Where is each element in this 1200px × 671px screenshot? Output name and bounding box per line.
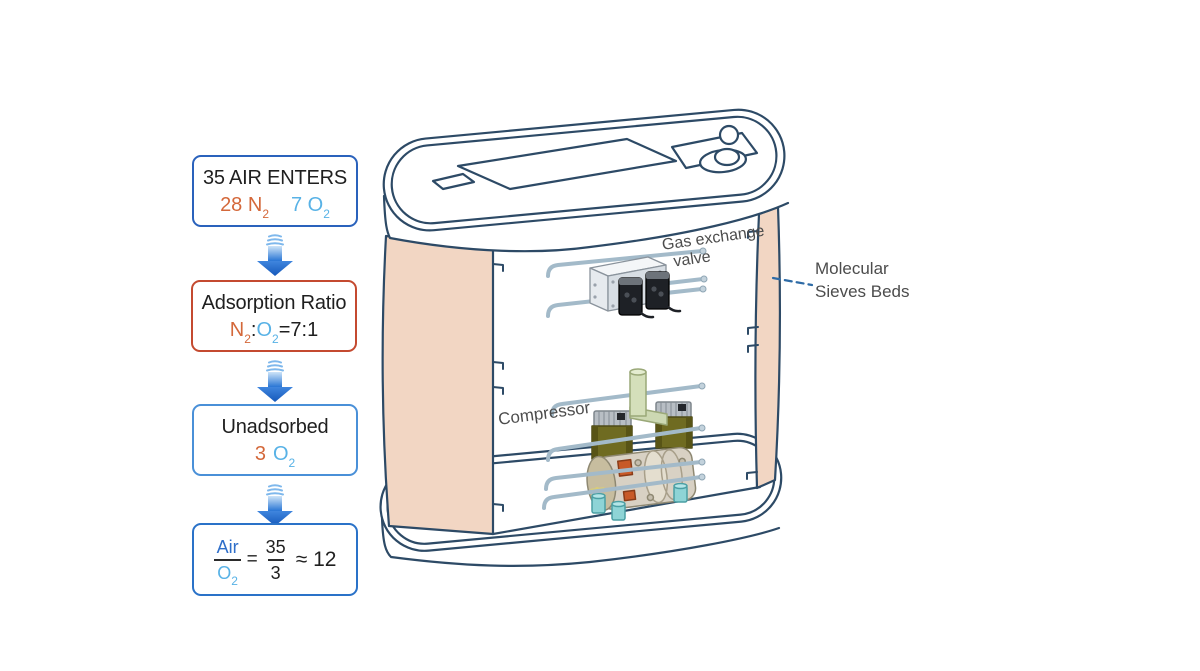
adsorption-ratio-formula: N2:O2=7:1 (229, 318, 319, 346)
device-lid (382, 108, 790, 253)
solenoid-right (645, 271, 682, 313)
sieves-leader-line (771, 276, 814, 287)
compressor-head-left (591, 410, 633, 460)
solenoid-left (618, 277, 655, 319)
flow-box-air-oxygen-ratio: Air O2 = 35 3 ≈ 12 (192, 523, 358, 596)
compressor-graphic (586, 401, 697, 521)
air-enters-title: 35 AIR ENTERS (202, 166, 348, 189)
adsorption-ratio-title: Adsorption Ratio (201, 291, 347, 314)
flow-arrow-icon (255, 359, 295, 403)
flow-arrow-icon (255, 483, 295, 527)
control-screen (456, 137, 678, 191)
compressor-tube-caps (698, 382, 706, 481)
molecular-sieve-bed-left (381, 234, 495, 536)
gas-exchange-valve-graphic (589, 256, 682, 319)
valve-tube-caps (699, 247, 708, 293)
unadsorbed-title: Unadsorbed (221, 415, 329, 438)
compressor-head-right (655, 401, 693, 449)
flow-box-adsorption-ratio: Adsorption Ratio N2:O2=7:1 (191, 280, 357, 352)
port-hole (718, 124, 740, 146)
bottle-knob-inner (713, 147, 741, 167)
compressor-body (586, 446, 697, 511)
compressor-feet (591, 482, 688, 521)
handle-recess (670, 131, 759, 170)
flow-arrow-icon (255, 233, 295, 277)
molecular-sieves-beds-label: Molecular Sieves Beds (815, 259, 910, 301)
air-oxygen-equation: Air O2 = 35 3 ≈ 12 (214, 538, 336, 587)
air-outlet-slot (431, 172, 476, 191)
compressor-tubes (542, 384, 703, 510)
front-panel-bottom-edge (491, 485, 762, 536)
muffler-tube (629, 368, 668, 426)
panel-clips (492, 230, 759, 512)
